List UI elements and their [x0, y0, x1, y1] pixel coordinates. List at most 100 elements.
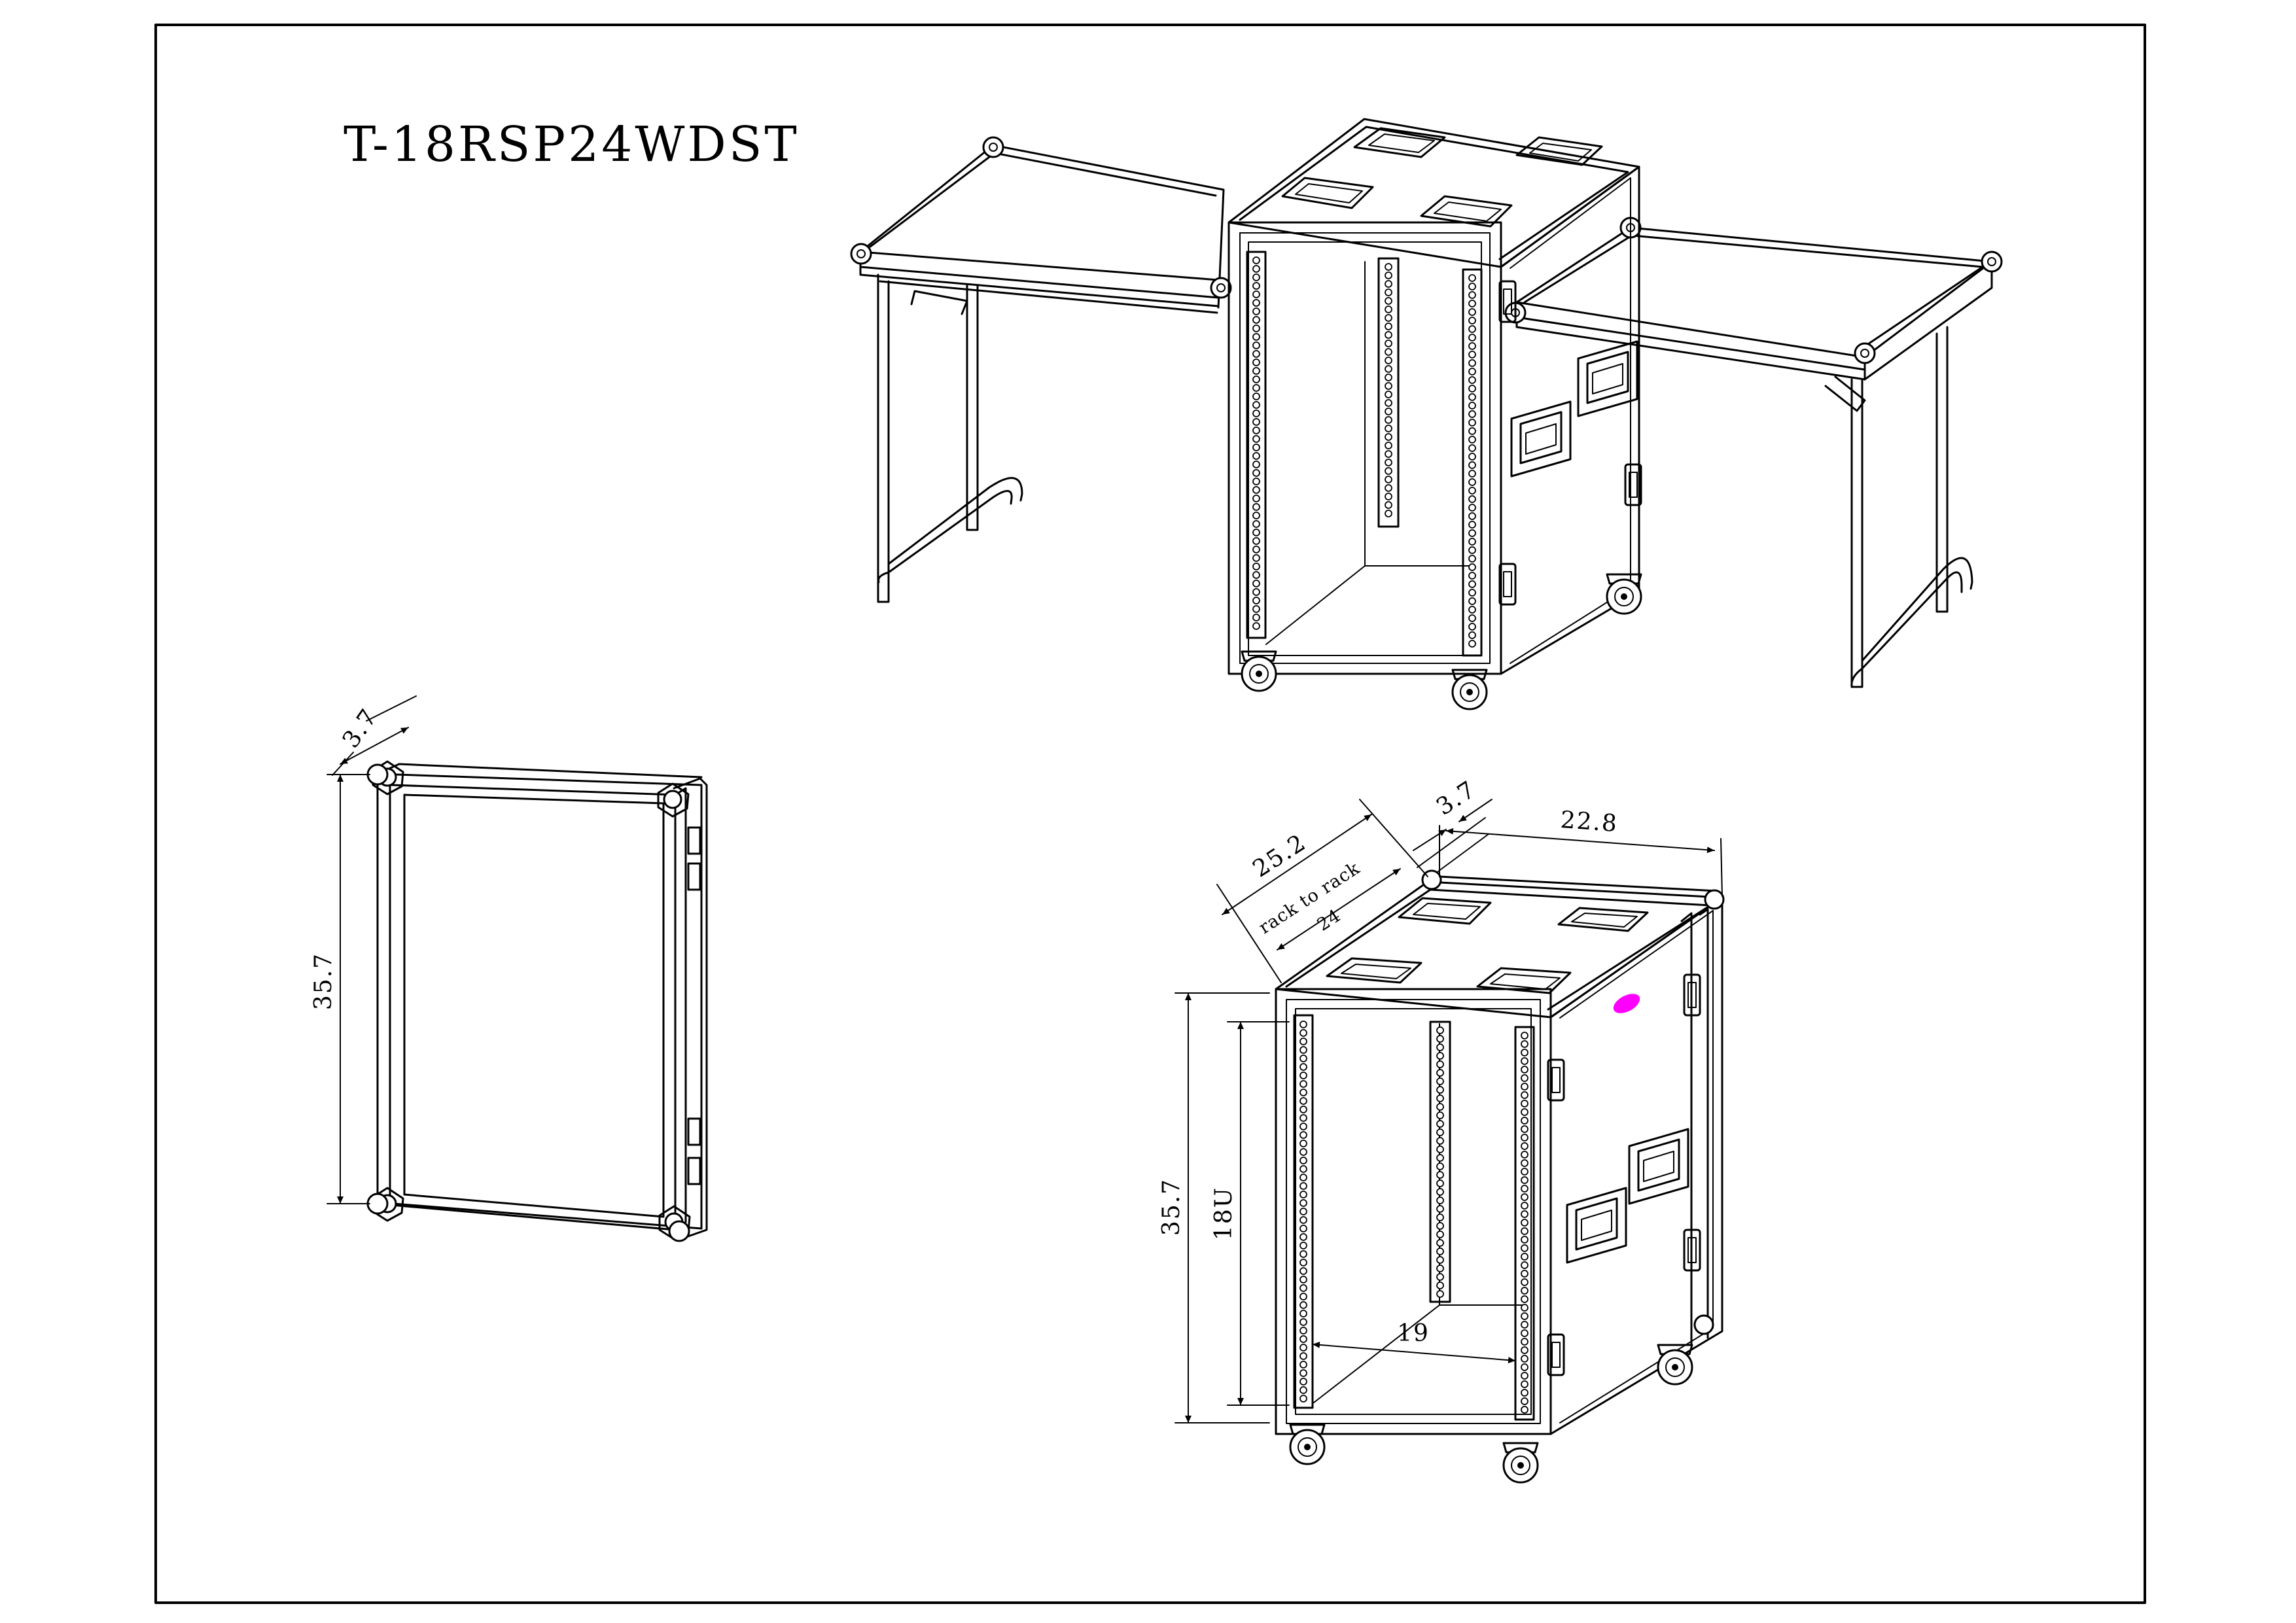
rail-hole: [1436, 1154, 1444, 1162]
rack-to-rack-dim: 24: [1314, 905, 1345, 935]
rail-hole: [1468, 317, 1476, 324]
rail-hole: [1385, 314, 1392, 322]
rail-hole: [1299, 1114, 1307, 1122]
rail-hole: [1385, 442, 1392, 449]
rail-hole: [1299, 1335, 1307, 1343]
rail-hole: [1299, 1225, 1307, 1232]
rail-hole: [1468, 555, 1476, 563]
rail-hole: [1521, 1117, 1528, 1125]
rail-hole: [1252, 588, 1260, 596]
rail-hole: [1252, 401, 1260, 409]
rail-hole: [1385, 348, 1392, 356]
rail-hole: [1468, 444, 1476, 452]
rail-hole: [1521, 1312, 1528, 1320]
rail-hole: [1252, 384, 1260, 392]
rail-hole: [1252, 520, 1260, 528]
rail-hole: [1299, 1378, 1307, 1386]
rail-hole: [1252, 341, 1260, 349]
drawing-frame: [154, 24, 2146, 1604]
lid-panel-view: 35.7 3.7: [310, 695, 708, 1242]
rail-hole: [1385, 476, 1392, 483]
rail-hole: [1521, 1329, 1528, 1337]
rail-hole: [1299, 1233, 1307, 1241]
rail-hole: [1436, 1290, 1444, 1298]
rail-hole: [1299, 1267, 1307, 1275]
case-with-tables-view: [850, 118, 2003, 710]
rail-hole: [1299, 1284, 1307, 1292]
rail-hole: [1521, 1057, 1528, 1065]
rail-hole: [1252, 367, 1260, 375]
rail-hole: [1299, 1021, 1307, 1028]
rail-hole: [1252, 282, 1260, 290]
rail-hole: [1468, 470, 1476, 478]
rail-hole: [1521, 1397, 1528, 1405]
rail-hole: [1521, 1389, 1528, 1397]
rail-hole: [1468, 274, 1476, 282]
rail-hole: [1436, 1248, 1444, 1255]
rail-hole: [1468, 359, 1476, 367]
rail-hole: [1252, 410, 1260, 417]
rail-hole: [1385, 331, 1392, 339]
rail-hole: [1299, 1208, 1307, 1215]
rail-hole: [1436, 1282, 1444, 1289]
rail-holes-top-view: [1252, 256, 1476, 648]
rail-hole: [1252, 418, 1260, 426]
rail-hole: [1385, 408, 1392, 415]
rail-hole: [1299, 1157, 1307, 1164]
rail-hole: [1521, 1168, 1528, 1176]
rail-hole: [1436, 1035, 1444, 1043]
rail-hole: [1521, 1091, 1528, 1099]
rail-hole: [1299, 1055, 1307, 1062]
model-title: T-18RSP24WDST: [344, 116, 800, 173]
rail-hole: [1436, 1265, 1444, 1272]
rail-hole: [1521, 1074, 1528, 1082]
rail-hole: [1436, 1060, 1444, 1068]
rail-hole: [1299, 1216, 1307, 1224]
rail-hole: [1299, 1386, 1307, 1394]
rail-hole: [1521, 1185, 1528, 1193]
rail-hole: [1252, 546, 1260, 553]
rail-hole: [1385, 425, 1392, 432]
rail-hole: [1252, 290, 1260, 298]
rail-hole: [1252, 478, 1260, 485]
rail-hole: [1436, 1043, 1444, 1051]
rail-hole: [1299, 1046, 1307, 1054]
rail-hole: [1299, 1293, 1307, 1300]
rail-hole: [1299, 1191, 1307, 1198]
rail-hole: [1252, 597, 1260, 604]
rail-hole: [1299, 1038, 1307, 1045]
rail-hole: [1385, 433, 1392, 441]
rail-hole: [1521, 1202, 1528, 1210]
rail-hole: [1521, 1338, 1528, 1346]
rail-hole: [1468, 606, 1476, 614]
rail-hole: [1468, 300, 1476, 307]
rail-hole: [1436, 1230, 1444, 1238]
rail-hole: [1299, 1352, 1307, 1360]
highlight-marker: [1613, 994, 1640, 1013]
rail-hole: [1252, 375, 1260, 383]
rail-hole: [1385, 416, 1392, 424]
rail-hole: [1468, 546, 1476, 554]
rail-hole: [1436, 1120, 1444, 1128]
rail-hole: [1468, 623, 1476, 631]
rail-hole: [1299, 1131, 1307, 1139]
rail-hole: [1468, 461, 1476, 469]
rail-hole: [1252, 256, 1260, 264]
rail-hole: [1299, 1072, 1307, 1079]
rail-hole: [1521, 1176, 1528, 1184]
rail-hole: [1385, 374, 1392, 381]
rail-hole: [1252, 554, 1260, 562]
rail-hole: [1299, 1344, 1307, 1352]
rail-hole: [1521, 1355, 1528, 1363]
rail-hole: [1299, 1097, 1307, 1105]
rail-hole: [1521, 1244, 1528, 1252]
rail-hole: [1468, 402, 1476, 410]
rail-hole: [1299, 1148, 1307, 1156]
rail-hole: [1521, 1142, 1528, 1150]
rail-hole: [1252, 614, 1260, 621]
rail-hole: [1521, 1304, 1528, 1312]
rail-hole: [1436, 1052, 1444, 1060]
rail-hole: [1521, 1346, 1528, 1354]
rail-hole: [1299, 1276, 1307, 1283]
